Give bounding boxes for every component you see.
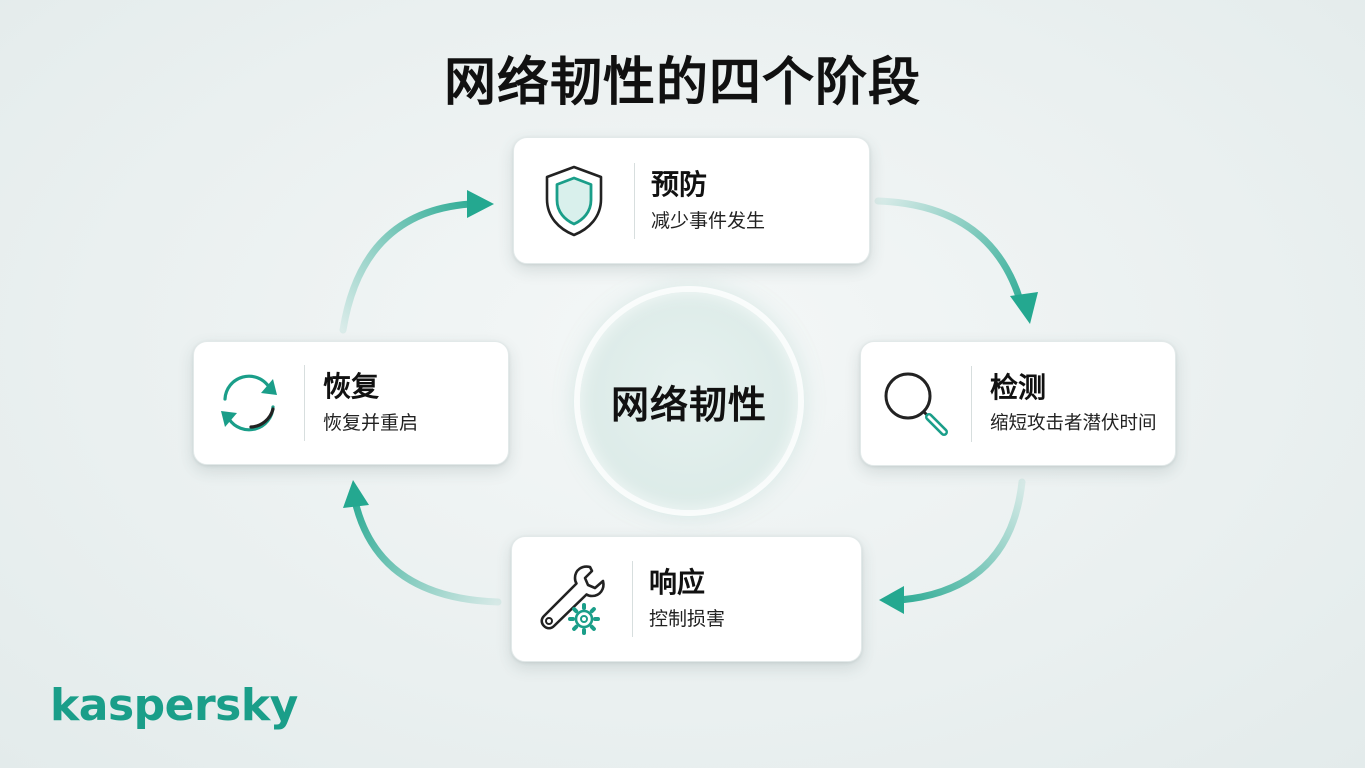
phase-heading: 响应 <box>649 566 706 599</box>
phase-description: 缩短攻击者潜伏时间 <box>990 412 1157 434</box>
card-divider <box>971 365 972 442</box>
arrow-respond-to-recover <box>352 501 502 606</box>
phase-description: 减少事件发生 <box>651 209 766 232</box>
wrench-gear-icon <box>512 537 632 661</box>
shield-icon <box>514 138 634 263</box>
brand-logo: kaspersky <box>50 680 298 731</box>
arrowhead-detect-to-respond <box>879 586 904 614</box>
card-divider <box>634 162 635 239</box>
phase-heading: 恢复 <box>323 370 380 403</box>
phase-card-detect: 检测 缩短攻击者潜伏时间 <box>860 341 1176 466</box>
phase-heading: 预防 <box>651 167 708 201</box>
arrowhead-respond-to-recover <box>343 480 369 508</box>
magnifier-icon <box>861 342 971 465</box>
center-circle: 网络韧性 <box>580 292 798 510</box>
refresh-icon <box>194 342 304 464</box>
page-title: 网络韧性的四个阶段 <box>443 53 921 113</box>
phase-heading: 检测 <box>990 370 1047 404</box>
phase-card-respond: 响应 控制损害 <box>511 536 862 662</box>
phase-card-recover: 恢复 恢复并重启 <box>193 341 509 465</box>
phase-description: 恢复并重启 <box>323 412 419 434</box>
phase-card-prevent: 预防 减少事件发生 <box>513 137 870 264</box>
arrow-detect-to-respond <box>896 478 1026 604</box>
card-divider <box>304 365 305 441</box>
arrowhead-recover-to-prevent <box>467 190 494 218</box>
arrow-recover-to-prevent <box>339 200 474 334</box>
arrowhead-prevent-to-detect <box>1010 292 1038 324</box>
card-divider <box>632 561 633 637</box>
arrow-prevent-to-detect <box>874 197 1024 304</box>
center-label: 网络韧性 <box>610 382 767 427</box>
phase-description: 控制损害 <box>649 608 726 630</box>
